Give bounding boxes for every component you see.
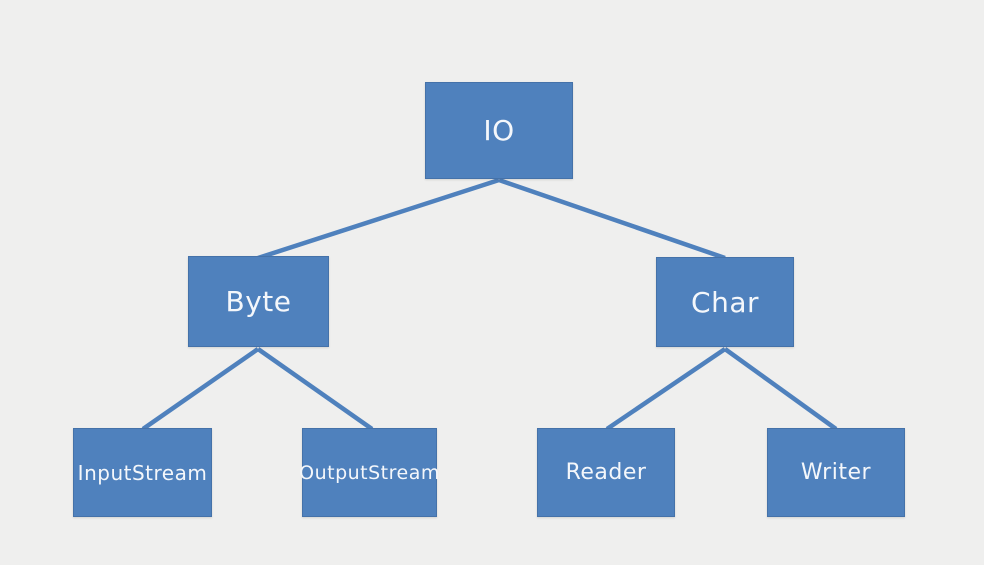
node-writer: Writer [767, 428, 905, 517]
connector-char-writer [723, 347, 838, 431]
node-outputstream: OutputStream [299, 428, 440, 517]
node-byte: Byte [188, 256, 329, 347]
connector-char-reader [605, 347, 727, 431]
node-inputstream: InputStream [73, 428, 212, 517]
node-writer-label: Writer [800, 460, 872, 485]
node-reader-label: Reader [565, 460, 647, 485]
connector-io-byte [257, 177, 500, 261]
node-io-label: IO [483, 114, 515, 147]
node-io: IO [425, 82, 573, 179]
node-char: Char [656, 257, 794, 347]
node-inputstream-label: InputStream [77, 460, 208, 485]
node-reader: Reader [537, 428, 675, 517]
connector-io-char [498, 177, 726, 261]
node-char-label: Char [691, 285, 759, 319]
connector-byte-inputstream [141, 347, 260, 431]
node-outputstream-label: OutputStream [299, 461, 440, 484]
node-byte-label: Byte [225, 285, 292, 318]
connector-byte-outputstream [256, 347, 374, 431]
